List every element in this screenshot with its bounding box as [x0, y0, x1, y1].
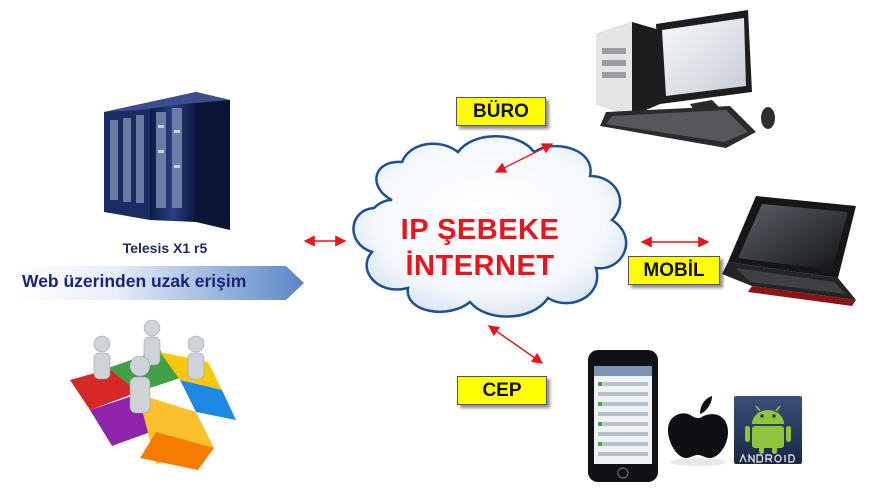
network-label-line1: IP ŞEBEKE: [400, 214, 560, 246]
cloud-icon: [352, 135, 628, 318]
connection-arrows: [303, 143, 710, 364]
arrow-cloud-phone: [487, 325, 544, 364]
smartphone-icon: [588, 350, 658, 482]
team-puzzle-icon: [70, 319, 236, 470]
desktop-computer-icon: [596, 10, 775, 148]
server-rack-icon: [104, 92, 230, 230]
banner-arrow: [14, 266, 304, 300]
laptop-icon: [722, 196, 856, 306]
remote-access-banner: Web üzerinden uzak erişim: [22, 271, 247, 291]
arrow-cloud-office: [494, 143, 554, 173]
android-logo-icon: [734, 396, 802, 465]
network-label-line2: İNTERNET: [405, 250, 555, 282]
apple-logo-icon: [668, 396, 728, 466]
network-label: IP ŞEBEKE İNTERNET: [360, 212, 600, 284]
mobile-label: MOBİL: [628, 256, 720, 285]
server-caption: Telesis X1 r5: [122, 240, 208, 256]
phone-label: CEP: [457, 376, 547, 405]
office-label: BÜRO: [456, 97, 546, 126]
